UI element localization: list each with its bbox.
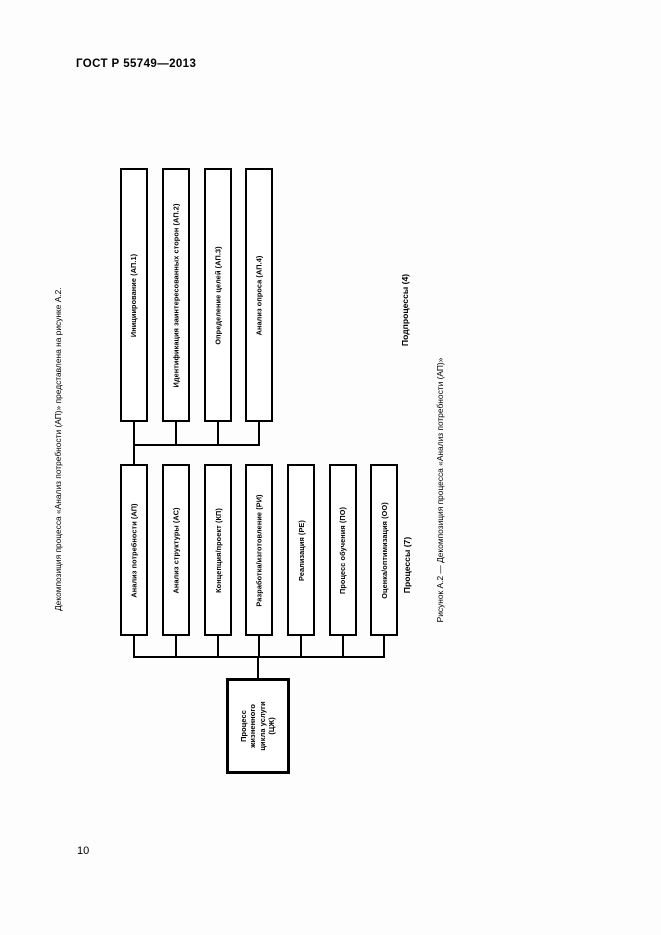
subprocess-node-initiation: Инициирование (АП.1): [120, 168, 148, 422]
node-label: Анализ опроса (АП.4): [254, 255, 264, 335]
process-node-training: Процесс обучения (ПО): [329, 464, 357, 636]
subprocess-node-stakeholder-identification: Идентификация заинтересованных сторон (А…: [162, 168, 190, 422]
node-label: Концепция/проект (КП): [213, 507, 223, 593]
subprocess-node-survey-analysis: Анализ опроса (АП.4): [245, 168, 273, 422]
terminal-node-service-life-cycle: Процесс жизненного цикла услуги (ЦЖ): [226, 678, 290, 774]
connector-subprocess-bus: [133, 444, 260, 447]
connector-process-4-stem: [258, 636, 261, 658]
connector-subprocess-2-stem: [175, 422, 178, 446]
node-label: Реализация (РЕ): [296, 519, 306, 581]
connector-process-1-stem: [133, 636, 136, 658]
document-header-standard-number: ГОСТ Р 55749—2013: [76, 58, 197, 70]
process-node-evaluation-optimization: Оценка/оптимизация (ОО): [370, 464, 398, 636]
process-node-development-manufacturing: Разработка/изготовление (РИ): [245, 464, 273, 636]
node-label: Разработка/изготовление (РИ): [254, 493, 264, 607]
page-number: 10: [77, 845, 90, 857]
connector-process-3-stem: [217, 636, 220, 658]
connector-process-5-stem: [300, 636, 303, 658]
subprocess-node-goal-definition: Определение целей (АП.3): [204, 168, 232, 422]
process-node-realization: Реализация (РЕ): [287, 464, 315, 636]
node-label: Процесс жизненного цикла услуги (ЦЖ): [239, 701, 277, 751]
connector-process-7-stem: [383, 636, 386, 658]
process-node-concept-design: Концепция/проект (КП): [204, 464, 232, 636]
decomposition-diagram: Инициирование (АП.1) Идентификация заинт…: [110, 150, 430, 790]
node-label: Определение целей (АП.3): [213, 245, 223, 345]
node-label: Анализ структуры (АС): [171, 507, 181, 593]
connector-process-6-stem: [342, 636, 345, 658]
connector-process-2-stem: [175, 636, 178, 658]
node-label: Процесс обучения (ПО): [338, 506, 348, 594]
node-label: Инициирование (АП.1): [129, 253, 139, 337]
connector-subprocess-3-stem: [217, 422, 220, 446]
connector-subprocess-to-process-ap: [133, 444, 136, 466]
node-label: Идентификация заинтересованных сторон (А…: [171, 203, 181, 387]
node-label: Анализ потребности (АП): [129, 502, 139, 598]
connector-subprocess-1-stem: [133, 422, 136, 446]
connector-subprocess-4-stem: [258, 422, 261, 446]
process-node-structure-analysis: Анализ структуры (АС): [162, 464, 190, 636]
figure-caption: Рисунок А.2 — Декомпозиция процесса «Ана…: [435, 357, 445, 623]
connector-process-to-terminal: [257, 656, 260, 680]
process-node-needs-analysis: Анализ потребности (АП): [120, 464, 148, 636]
lead-in-paragraph: Декомпозиция процесса «Анализ потребност…: [53, 287, 63, 611]
node-label: Оценка/оптимизация (ОО): [379, 501, 389, 599]
